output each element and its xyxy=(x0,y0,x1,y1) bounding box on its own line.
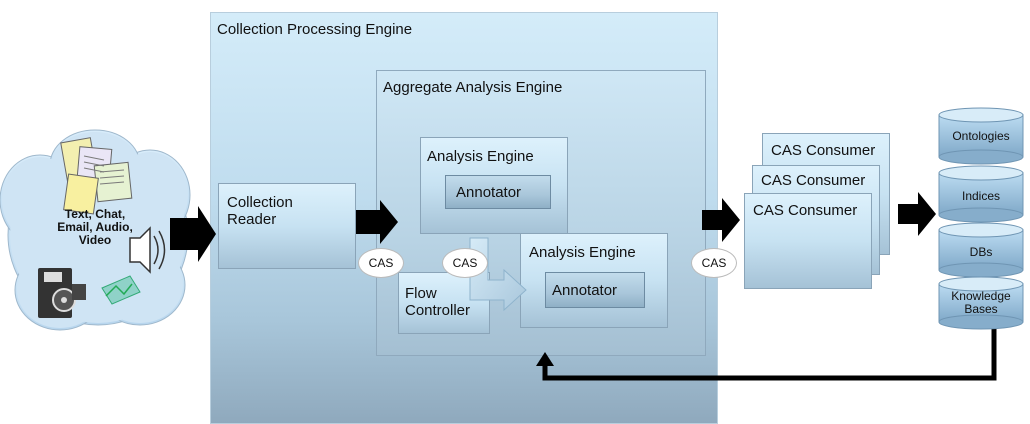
flow-controller-title: Flow Controller xyxy=(405,285,471,319)
cpe-title: Collection Processing Engine xyxy=(217,21,413,38)
aae-title: Aggregate Analysis Engine xyxy=(383,79,563,96)
flow-controller: Flow Controller xyxy=(398,272,490,334)
analysis-engine-2: Analysis Engine Annotator xyxy=(520,233,668,328)
cas-label-2: CAS xyxy=(442,248,488,278)
cas-consumer-1-label: CAS Consumer xyxy=(753,202,858,219)
reader-title: Collection Reader xyxy=(227,194,293,228)
store-ontologies: Ontologies xyxy=(952,129,1010,143)
arrow-consumers-to-stores xyxy=(898,192,936,236)
knowledge-bases-cylinder xyxy=(938,276,1024,330)
analysis-engine-1-title: Analysis Engine xyxy=(427,148,534,165)
arrow-reader-to-aae xyxy=(356,200,398,244)
indices-cylinder xyxy=(938,165,1024,223)
store-dbs: DBs xyxy=(969,245,993,259)
arrow-aae-to-consumers xyxy=(702,198,740,242)
store-indices: Indices xyxy=(961,189,1001,203)
analysis-engine-1: Analysis Engine Annotator xyxy=(420,137,568,234)
cas-label-1: CAS xyxy=(358,248,404,278)
source-text: Text, Chat, Email, Audio, Video xyxy=(57,207,133,247)
arrow-source-to-reader xyxy=(170,206,216,262)
cas-consumer-2-label: CAS Consumer xyxy=(761,172,866,189)
annotator-1: Annotator xyxy=(445,175,551,209)
ontologies-cylinder xyxy=(938,107,1024,165)
analysis-engine-2-title: Analysis Engine xyxy=(529,244,636,261)
feedback-arrow xyxy=(542,326,997,381)
cas-consumer-1: CAS Consumer xyxy=(744,193,872,289)
cas-label-3: CAS xyxy=(691,248,737,278)
annotator-1-label: Annotator xyxy=(456,184,522,201)
store-knowledge-bases: Knowledge Bases xyxy=(951,289,1011,316)
collection-reader: Collection Reader xyxy=(218,183,356,269)
annotator-2-label: Annotator xyxy=(552,282,618,299)
annotator-2: Annotator xyxy=(545,272,645,308)
dbs-cylinder xyxy=(938,222,1024,278)
cas-consumer-3-label: CAS Consumer xyxy=(771,142,876,159)
